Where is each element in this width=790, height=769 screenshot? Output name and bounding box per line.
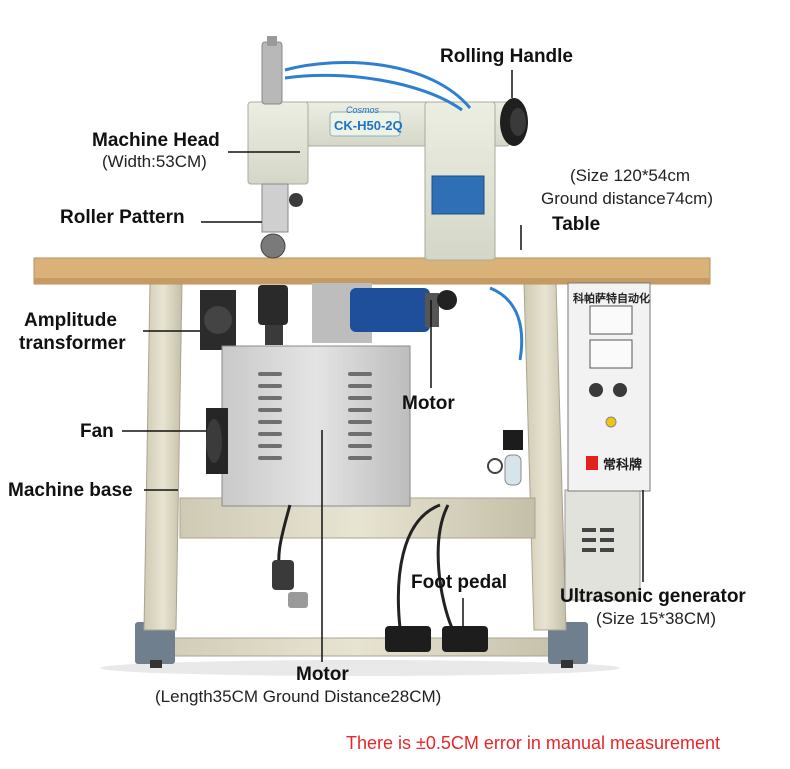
leader-lines [122, 70, 644, 662]
side-fan [206, 408, 228, 474]
electric-box [221, 345, 411, 507]
vent-slots [258, 372, 372, 460]
machine-base-frame [135, 282, 588, 668]
label-ultrasonic-generator: Ultrasonic generator [560, 586, 746, 607]
panel-title: 科帕萨特自动化 [573, 293, 650, 305]
upper-fan [200, 290, 236, 350]
ultrasonic-panel [567, 282, 651, 492]
label-motor-bottom-dims: (Length35CM Ground Distance28CM) [155, 687, 442, 706]
label-table-ground: Ground distance74cm) [541, 189, 713, 208]
foot-pedals [385, 626, 488, 652]
label-roller-pattern: Roller Pattern [60, 207, 185, 228]
tabletop [33, 257, 711, 285]
connector-plug [272, 560, 308, 608]
label-transformer: transformer [19, 333, 126, 354]
label-machine-head: Machine Head [92, 130, 220, 151]
floor-shadow [100, 660, 620, 676]
amplitude-transformer [258, 285, 288, 345]
label-fan: Fan [80, 421, 114, 442]
label-rolling-handle: Rolling Handle [440, 46, 573, 67]
label-machine-base: Machine base [8, 480, 133, 501]
measurement-note: There is ±0.5CM error in manual measurem… [346, 733, 721, 753]
label-motor-bottom: Motor [296, 664, 349, 685]
machine-head [247, 36, 528, 361]
label-motor-top: Motor [402, 393, 455, 414]
label-machine-head-width: (Width:53CM) [102, 152, 207, 171]
top-motor [312, 283, 457, 343]
label-amplitude: Amplitude [24, 310, 117, 331]
generator-cabinet [564, 489, 641, 601]
label-table-size: (Size 120*54cm [570, 166, 691, 185]
air-filter [487, 430, 523, 486]
panel-brand: 常科牌 [603, 457, 643, 472]
label-table: Table [552, 214, 601, 235]
model-plate-text: CK-H50-2Q [334, 118, 403, 133]
label-foot-pedal: Foot pedal [411, 572, 508, 593]
label-generator-size: (Size 15*38CM) [596, 609, 716, 628]
brand-mark: Cosmos [346, 105, 380, 115]
